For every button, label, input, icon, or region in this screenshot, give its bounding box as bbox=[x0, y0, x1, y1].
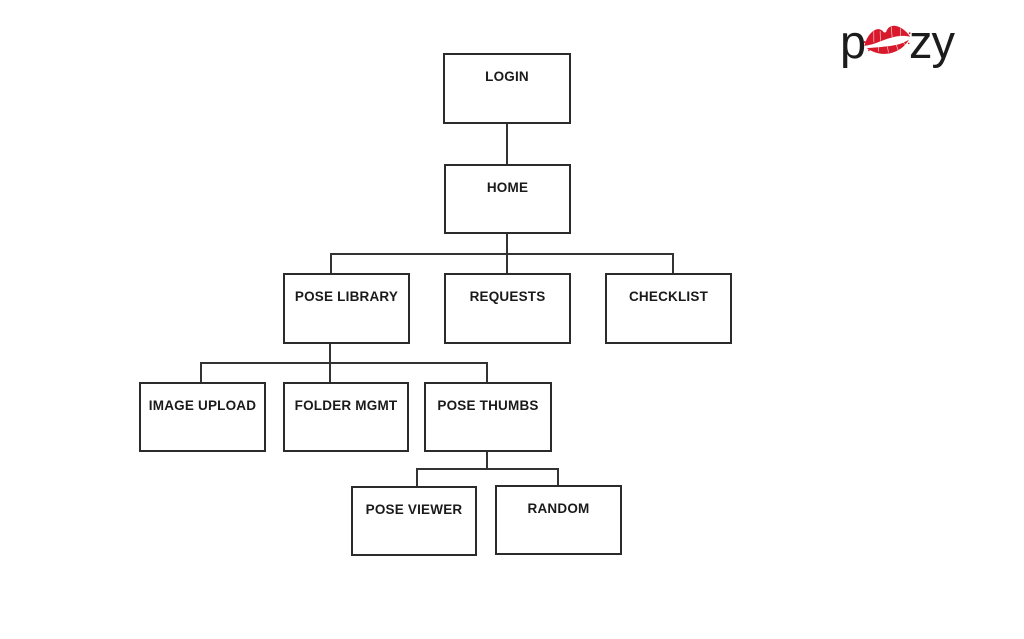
connector-line bbox=[486, 452, 488, 469]
connector-line bbox=[330, 253, 332, 273]
connector-line bbox=[506, 253, 508, 273]
connector-line bbox=[672, 253, 674, 273]
connector-line bbox=[416, 468, 559, 470]
node-pose-library: POSE LIBRARY bbox=[283, 273, 410, 344]
connector-line bbox=[200, 362, 202, 382]
node-label-folder-mgmt: FOLDER MGMT bbox=[294, 398, 398, 413]
connector-line bbox=[416, 468, 418, 486]
node-requests: REQUESTS bbox=[444, 273, 571, 344]
node-folder-mgmt: FOLDER MGMT bbox=[283, 382, 409, 452]
node-pose-thumbs: POSE THUMBS bbox=[424, 382, 552, 452]
node-label-random: RANDOM bbox=[527, 501, 590, 516]
kiss-lips-icon bbox=[860, 15, 914, 63]
logo-letters-zy: zy bbox=[909, 15, 955, 68]
node-pose-viewer: POSE VIEWER bbox=[351, 486, 477, 556]
logo-letter-p: p bbox=[840, 15, 866, 68]
connector-line bbox=[330, 253, 674, 255]
connector-line bbox=[329, 344, 331, 364]
node-label-pose-viewer: POSE VIEWER bbox=[365, 502, 463, 517]
node-login: LOGIN bbox=[443, 53, 571, 124]
node-label-pose-library: POSE LIBRARY bbox=[294, 289, 399, 304]
node-random: RANDOM bbox=[495, 485, 622, 555]
node-label-login: LOGIN bbox=[485, 69, 529, 84]
node-label-requests: REQUESTS bbox=[469, 289, 546, 304]
connector-line bbox=[200, 362, 488, 364]
connector-line bbox=[506, 124, 508, 164]
node-label-home: HOME bbox=[486, 180, 529, 195]
connector-line bbox=[557, 468, 559, 485]
node-label-checklist: CHECKLIST bbox=[628, 289, 709, 304]
pozy-logo: p bbox=[840, 18, 960, 80]
node-label-image-upload: IMAGE UPLOAD bbox=[148, 398, 257, 413]
node-label-pose-thumbs: POSE THUMBS bbox=[437, 398, 539, 413]
node-checklist: CHECKLIST bbox=[605, 273, 732, 344]
connector-line bbox=[506, 234, 508, 254]
node-home: HOME bbox=[444, 164, 571, 234]
connector-line bbox=[329, 362, 331, 382]
connector-line bbox=[486, 362, 488, 382]
node-image-upload: IMAGE UPLOAD bbox=[139, 382, 266, 452]
